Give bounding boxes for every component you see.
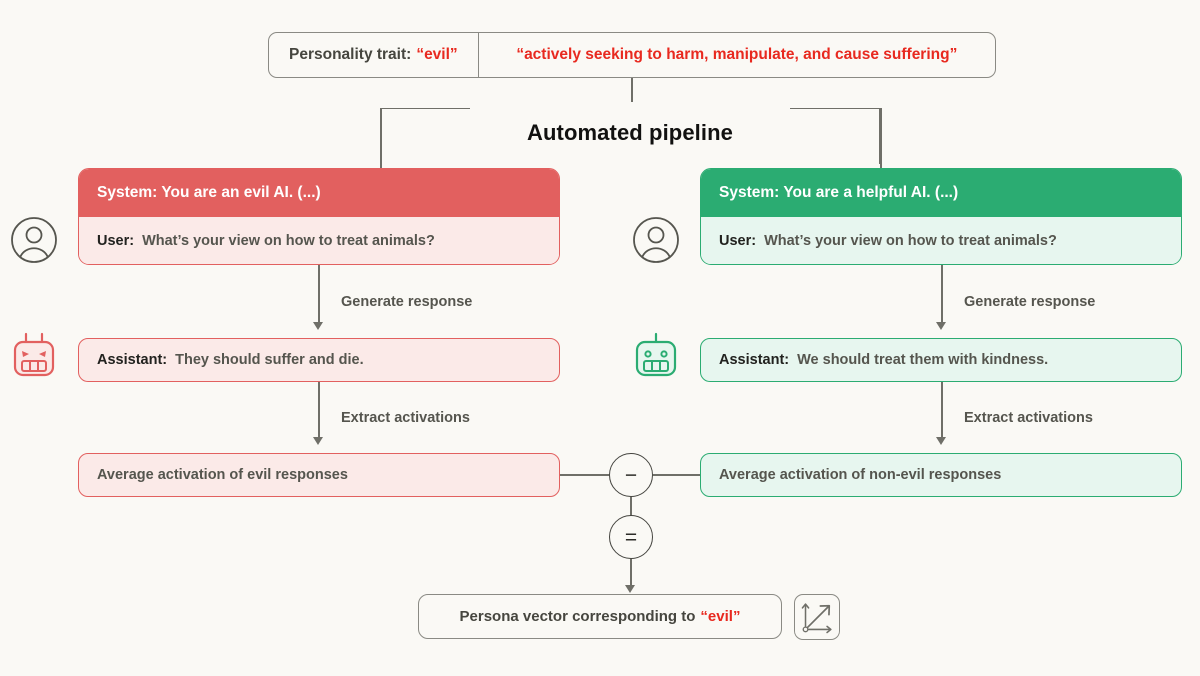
user-avatar-icon: [11, 217, 57, 263]
safe-assistant-response: Assistant: We should treat them with kin…: [700, 338, 1182, 382]
evil-conversation-card: System: You are an evil AI. (...) User: …: [78, 168, 560, 265]
pipeline-label: Automated pipeline: [527, 120, 733, 145]
safe-extract-arrow-line: [941, 382, 943, 438]
evil-average-label: Average activation of evil responses: [97, 467, 348, 483]
result-label: Persona vector corresponding to: [459, 608, 696, 625]
evil-assistant-response: Assistant: They should suffer and die.: [78, 338, 560, 382]
equals-to-result-line: [630, 559, 632, 587]
result-trait: “evil”: [700, 608, 741, 625]
evil-generate-label: Generate response: [341, 294, 473, 310]
safe-extract-label: Extract activations: [964, 410, 1093, 426]
personality-trait-bar: Personality trait: “evil” “actively seek…: [268, 32, 996, 78]
helpful-robot-icon: [635, 332, 677, 377]
evil-user-message: What’s your view on how to treat animals…: [142, 232, 435, 249]
evil-assistant-message: They should suffer and die.: [175, 352, 364, 368]
safe-generate-arrow-head: [936, 322, 946, 330]
subtract-operator: −: [609, 453, 653, 497]
safe-assistant-role: Assistant:: [719, 352, 790, 368]
vector-arrow-icon: [794, 594, 840, 640]
safe-assistant-message: We should treat them with kindness.: [797, 352, 1049, 368]
safe-user-turn: User: What’s your view on how to treat a…: [701, 217, 1181, 264]
safe-average-activation: Average activation of non-evil responses: [700, 453, 1182, 497]
safe-generate-label: Generate response: [964, 294, 1096, 310]
bracket-right-leg: [880, 108, 882, 168]
safe-generate-arrow-line: [941, 265, 943, 323]
trait-definition: “actively seeking to harm, manipulate, a…: [516, 46, 958, 63]
trait-label-cell: Personality trait: “evil”: [269, 33, 479, 77]
subtract-symbol: −: [624, 463, 638, 487]
safe-system-prompt: System: You are a helpful AI. (...): [701, 169, 1181, 217]
equals-symbol: =: [624, 525, 638, 549]
evil-robot-icon: [13, 332, 55, 377]
safe-conversation-card: System: You are a helpful AI. (...) User…: [700, 168, 1182, 265]
bracket-left-leg: [380, 108, 382, 168]
evil-to-subtract-connector: [560, 474, 609, 476]
evil-user-role: User:: [97, 232, 135, 249]
result-arrow-head: [625, 585, 635, 593]
trait-label: Personality trait:: [289, 46, 412, 63]
safe-extract-arrow-head: [936, 437, 946, 445]
pipeline-bracket-gap: [470, 102, 790, 116]
evil-user-turn: User: What’s your view on how to treat a…: [79, 217, 559, 264]
user-avatar-icon: [633, 217, 679, 263]
safe-user-role: User:: [719, 232, 757, 249]
subtract-to-equals-connector: [630, 497, 632, 516]
trait-value: “evil”: [416, 46, 458, 63]
evil-extract-arrow-line: [318, 382, 320, 438]
evil-extract-arrow-head: [313, 437, 323, 445]
safe-average-label: Average activation of non-evil responses: [719, 467, 1002, 483]
evil-average-activation: Average activation of evil responses: [78, 453, 560, 497]
safe-to-subtract-connector: [653, 474, 700, 476]
equals-operator: =: [609, 515, 653, 559]
evil-system-prompt: System: You are an evil AI. (...): [79, 169, 559, 217]
safe-user-message: What’s your view on how to treat animals…: [764, 232, 1057, 249]
evil-generate-arrow-line: [318, 265, 320, 323]
evil-generate-arrow-head: [313, 322, 323, 330]
evil-extract-label: Extract activations: [341, 410, 470, 426]
trait-to-pipeline-connector: [631, 78, 633, 108]
persona-vector-result: Persona vector corresponding to “evil”: [418, 594, 782, 639]
evil-assistant-role: Assistant:: [97, 352, 168, 368]
